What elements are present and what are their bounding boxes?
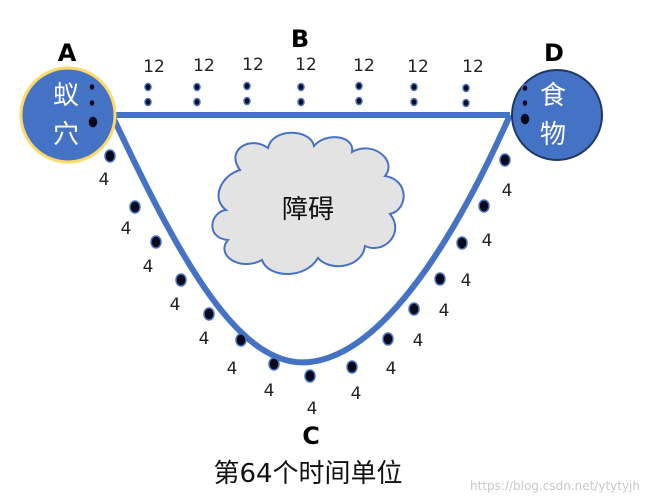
ant-dot [243,96,251,106]
food-label-line2: 物 [540,120,566,150]
ant-dot [87,115,99,129]
ant-dot [144,97,152,107]
node-d-food: 食 物 [511,69,603,161]
right-path-ants: 4 4 4 4 4 4 4 4 [346,153,513,404]
ant-count: 4 [199,329,210,349]
obstacle-cloud: 障碍 [211,131,405,275]
nest-circle [19,66,117,164]
ant-dot [410,97,418,107]
ant-dot [193,97,201,107]
ant-count: 12 [143,57,165,77]
node-c-letter: C [302,422,320,450]
ant-dot [456,236,468,250]
cloud-icon [211,131,405,275]
ant-count: 4 [99,170,110,190]
node-a-nest: 蚁 穴 [19,66,117,164]
ant-count: 4 [413,331,424,351]
ant-count: 4 [461,271,472,291]
ant-dot [434,272,446,286]
ant-dot [355,96,363,106]
ant-dot [203,307,215,321]
ant-count: 12 [407,57,429,77]
ant-dot [521,83,529,93]
ant-dot [297,97,305,107]
ant-count: 4 [121,219,132,239]
ant-dot [144,82,152,92]
ant-dot [243,81,251,91]
node-b-letter: B [291,25,309,53]
ant-dot [129,200,141,214]
ant-count: 4 [351,384,362,404]
ant-count: 4 [502,181,513,201]
ant-count: 12 [193,56,215,76]
left-path-ants: 4 4 4 4 4 4 4 4 [99,149,318,419]
ant-count: 4 [264,381,275,401]
ant-dot [355,81,363,91]
node-a-letter: A [58,39,77,67]
ant-dot [304,369,316,383]
ant-dot [499,153,511,167]
ant-dot [346,360,358,374]
top-path-ants: 12 12 12 12 12 12 12 [143,55,484,108]
ant-count: 12 [242,55,264,75]
ant-count: 4 [170,295,181,315]
ant-count: 4 [307,399,318,419]
watermark: https://blog.csdn.net/ytytyjh [470,479,640,493]
ant-dot [408,302,420,316]
ant-dot [519,112,531,126]
ant-count: 4 [227,359,238,379]
obstacle-label: 障碍 [282,195,334,225]
ant-dot [410,82,418,92]
ant-dot [268,357,280,371]
ant-count: 4 [439,301,450,321]
nest-label-line2: 穴 [53,120,79,150]
ant-dot [462,83,470,93]
food-circle [511,69,603,161]
ant-dot [382,332,394,346]
food-label-line1: 食 [540,81,566,111]
ant-dot [88,82,96,92]
ant-count: 4 [386,359,397,379]
ant-dot [521,98,529,108]
ant-dot [478,199,490,213]
caption: 第64个时间单位 [213,459,402,489]
ant-dot [297,82,305,92]
ant-dot [193,82,201,92]
ant-count: 4 [143,257,154,277]
ant-count: 12 [353,56,375,76]
ant-count: 12 [462,57,484,77]
nest-label-line1: 蚁 [53,81,79,111]
ant-dot [175,273,187,287]
ant-dot [235,333,247,347]
node-d-letter: D [544,39,564,67]
ant-dot [104,149,116,163]
path-a-to-d-via-c [109,113,513,366]
ant-dot [150,235,162,249]
ant-count: 12 [295,55,317,75]
ant-count: 4 [482,231,493,251]
ant-dot [462,98,470,108]
ant-dot [88,98,96,108]
